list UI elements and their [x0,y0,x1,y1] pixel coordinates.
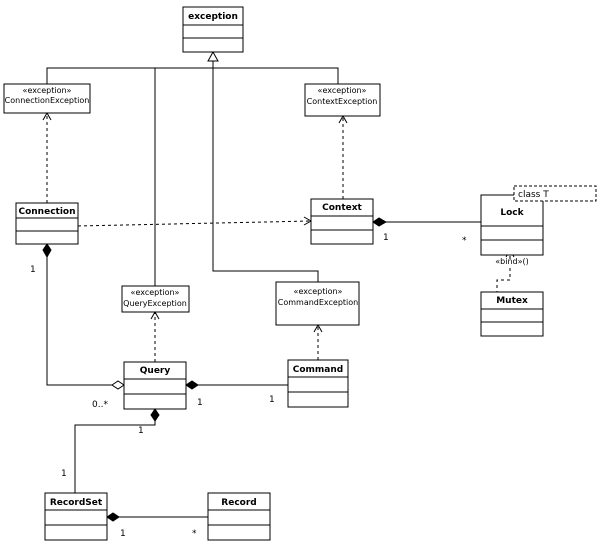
multiplicity-connection-query-query: 0..* [92,400,108,410]
association-edges [42,217,481,522]
multiplicity-connection-query-connection: 1 [30,265,36,275]
template-parameter-box [513,185,597,202]
class-name: Context [322,203,362,213]
multiplicity-query-command-query: 1 [197,398,203,408]
class-lock[interactable]: Lock class T [480,185,597,256]
class-query-exception[interactable]: «exception» QueryException [121,285,190,313]
class-query[interactable]: Query [123,361,187,410]
command-exception-generalization [212,68,319,282]
recordset-composition-diamond [106,512,120,522]
class-name: ConnectionException [5,96,90,105]
generalization-edges [46,50,339,286]
generalization-bar [46,67,339,84]
multiplicity-recordset-record-record: * [192,529,197,539]
connection-composition-diamond [42,243,52,259]
query-composition-diamond [185,380,199,390]
query-aggregation-diamond [111,380,125,390]
class-mutex[interactable]: Mutex [480,291,544,337]
class-context[interactable]: Context [310,198,374,245]
class-stereotype: «exception» [318,86,367,95]
context-composition-diamond [372,217,388,227]
class-command[interactable]: Command [287,359,349,408]
connection-query-line [46,257,112,386]
class-name: Lock [500,208,524,218]
multiplicity-query-recordset-query: 1 [138,426,144,436]
multiplicity-context-lock-context: 1 [383,233,389,243]
bind-label: «bind»() [495,257,528,266]
class-name: QueryException [123,299,187,308]
class-name: exception [188,12,238,22]
class-name: CommandException [278,298,359,307]
class-stereotype: «exception» [23,86,72,95]
multiplicity-query-command-command: 1 [269,395,275,405]
class-name: Mutex [496,296,528,306]
multiplicity-recordset-record-recordset: 1 [120,529,126,539]
class-name: Connection [18,207,75,217]
class-name: Record [221,498,256,508]
class-name: RecordSet [50,498,103,508]
template-parameter: class T [518,190,549,200]
multiplicity-labels: 1 * 1 0..* 1 1 1 1 1 * [30,233,467,539]
class-stereotype: «exception» [294,287,343,296]
class-connection-exception[interactable]: «exception» ConnectionException [3,83,91,114]
generalization-triangle [207,50,219,62]
multiplicity-context-lock-lock: * [462,236,467,246]
class-stereotype: «exception» [131,288,180,297]
query-recordset-line [74,421,156,493]
class-command-exception[interactable]: «exception» CommandException [275,281,360,326]
query-recordset-diamond [150,408,160,422]
class-name: ContextException [307,97,378,106]
class-name: Query [140,366,171,376]
multiplicity-query-recordset-recordset: 1 [61,469,67,479]
mutex-to-lock [496,268,511,292]
connection-to-context [77,220,312,227]
class-connection[interactable]: Connection [15,202,79,245]
class-exception[interactable]: exception [182,6,244,53]
class-name: Command [293,365,343,375]
class-context-exception[interactable]: «exception» ContextException [304,83,381,117]
class-recordset[interactable]: RecordSet [44,492,108,541]
class-record[interactable]: Record [207,492,271,541]
